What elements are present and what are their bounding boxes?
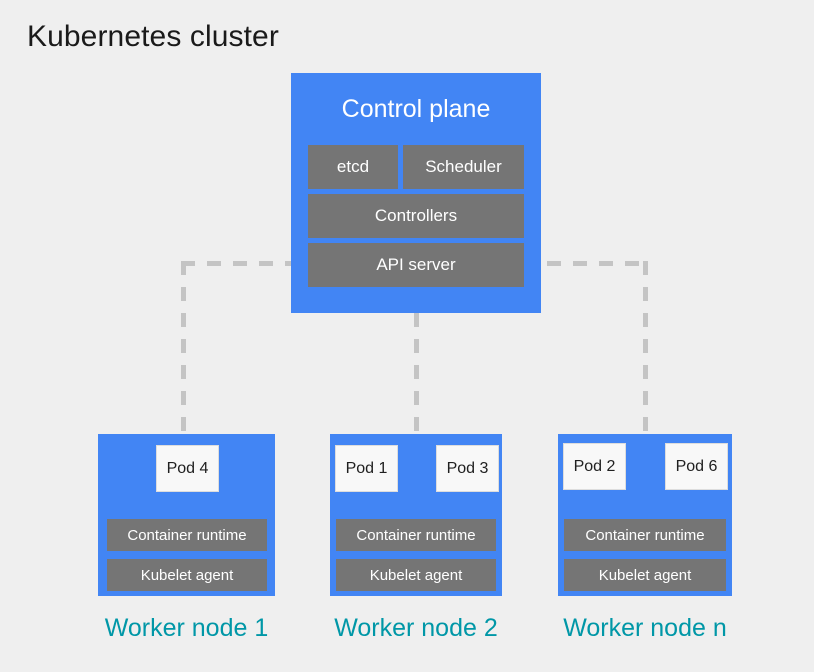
control-plane-title: Control plane bbox=[341, 95, 491, 123]
worker-node-1-container-runtime: Container runtime bbox=[107, 519, 267, 551]
worker-node-n-label: Worker node n bbox=[563, 614, 727, 642]
worker-node-n-container-runtime: Container runtime bbox=[564, 519, 726, 551]
pod-2: Pod 2 bbox=[563, 443, 626, 490]
control-plane-component-api-server: API server bbox=[308, 243, 524, 287]
pod-1: Pod 1 bbox=[335, 445, 398, 492]
worker-node-n-kubelet-agent: Kubelet agent bbox=[564, 559, 726, 591]
worker-node-n-box: Pod 2 Pod 6 Container runtime Kubelet ag… bbox=[558, 434, 732, 596]
connector-api-to-worker-1-vertical bbox=[181, 261, 186, 436]
connector-api-to-worker-1-horizontal bbox=[181, 261, 311, 266]
pod-3: Pod 3 bbox=[436, 445, 499, 492]
pod-4: Pod 4 bbox=[156, 445, 219, 492]
worker-node-1-kubelet-agent: Kubelet agent bbox=[107, 559, 267, 591]
control-plane-component-controllers: Controllers bbox=[308, 194, 524, 238]
worker-node-2-box: Pod 1 Pod 3 Container runtime Kubelet ag… bbox=[330, 434, 502, 596]
control-plane-box: Control plane etcd Scheduler Controllers… bbox=[291, 73, 541, 313]
pod-6: Pod 6 bbox=[665, 443, 728, 490]
connector-api-to-worker-2-vertical bbox=[414, 313, 419, 436]
worker-node-1-box: Pod 4 Container runtime Kubelet agent bbox=[98, 434, 275, 596]
control-plane-component-etcd: etcd bbox=[308, 145, 398, 189]
worker-node-2-label: Worker node 2 bbox=[334, 614, 498, 642]
worker-node-1-label: Worker node 1 bbox=[104, 614, 269, 642]
connector-api-to-worker-n-vertical bbox=[643, 261, 648, 436]
worker-node-2-kubelet-agent: Kubelet agent bbox=[336, 559, 496, 591]
page-title: Kubernetes cluster bbox=[27, 20, 279, 53]
worker-node-2-container-runtime: Container runtime bbox=[336, 519, 496, 551]
control-plane-component-scheduler: Scheduler bbox=[403, 145, 524, 189]
connector-api-to-worker-n-horizontal bbox=[521, 261, 648, 266]
